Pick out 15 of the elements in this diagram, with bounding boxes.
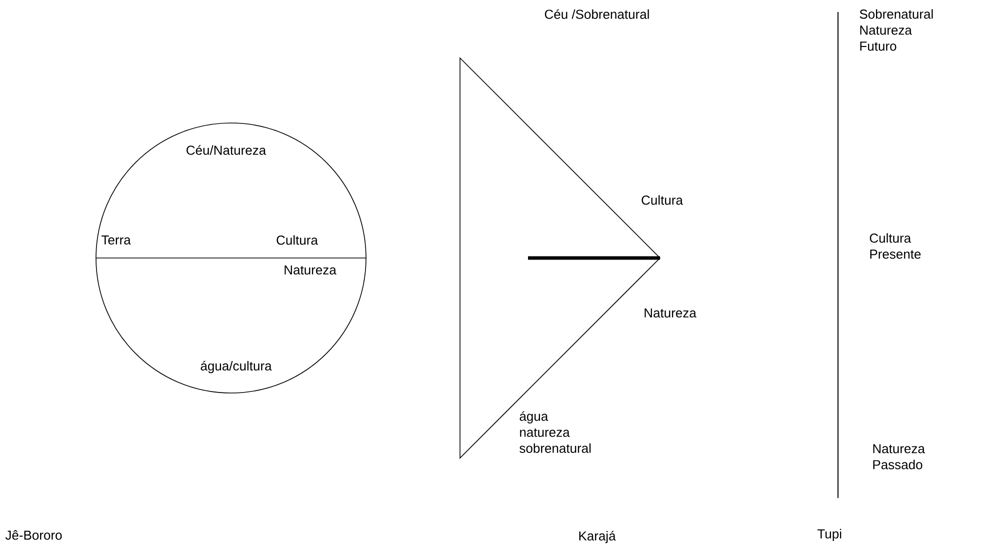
region-label: Natureza Passado (873, 444, 925, 470)
caption: Tupi (818, 528, 842, 542)
region-label: Cultura Presente (870, 233, 921, 259)
region-label: Natureza (284, 265, 336, 275)
caption: Jê-Bororo (5, 530, 62, 540)
region-label: Sobrenatural Natureza Futuro (860, 9, 933, 51)
region-label: Céu/Natureza (186, 145, 266, 155)
caption: Karajá (579, 530, 616, 544)
region-label: Terra (102, 235, 131, 245)
region-label: água/cultura (200, 360, 272, 374)
region-label: água natureza sobrenatural (520, 411, 591, 453)
region-label: Céu /Sobrenatural (544, 9, 649, 19)
region-label: Natureza (644, 308, 696, 318)
region-label: Cultura (276, 235, 318, 245)
region-label: Cultura (642, 195, 683, 205)
